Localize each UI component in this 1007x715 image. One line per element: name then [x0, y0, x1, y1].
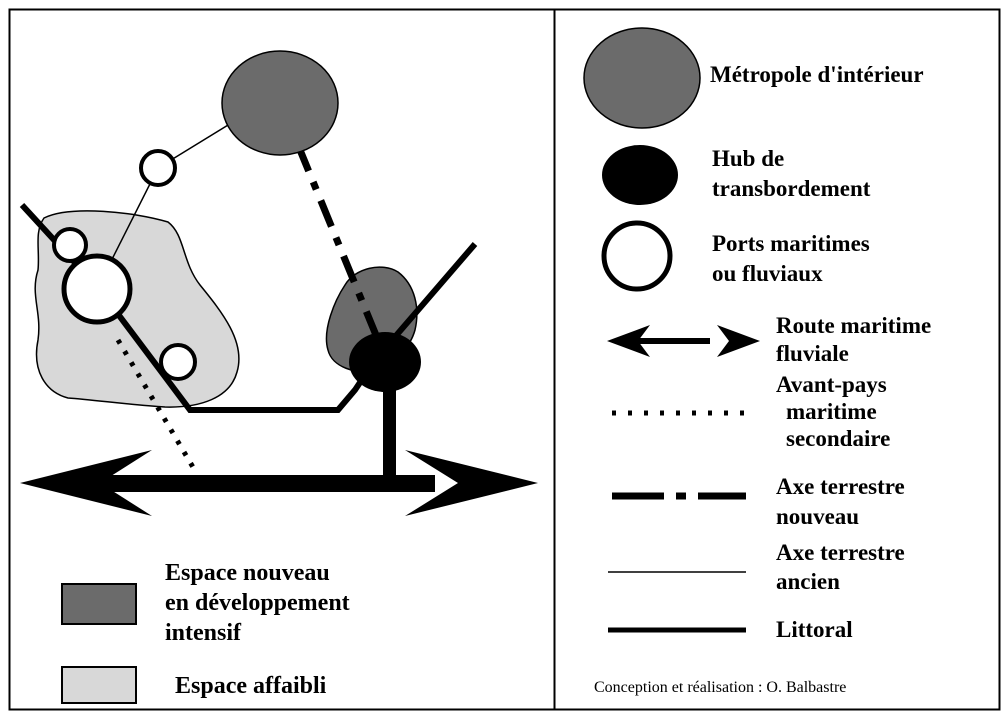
avant-pays-label-line2: maritime: [786, 399, 877, 424]
espace-nouveau-label-line1: Espace nouveau: [165, 560, 330, 586]
axe-nouveau-line: [294, 143, 382, 342]
route-label-line2: fluviale: [776, 341, 849, 366]
axe-nouveau-label-line2: nouveau: [776, 504, 859, 529]
axe-ancien-label-line1: Axe terrestre: [776, 540, 905, 565]
credit-text: Conception et réalisation : O. Balbastre: [594, 679, 846, 696]
avant-pays-label-line1: Avant-pays: [776, 372, 887, 397]
hub-label-line1: Hub de: [712, 146, 784, 171]
littoral-label: Littoral: [776, 617, 853, 642]
port-circle: [52, 227, 88, 263]
espace-nouveau-swatch: [61, 583, 137, 625]
zone-legend: Espace nouveau en développement intensif…: [61, 560, 350, 704]
port-circle-large: [61, 253, 133, 325]
hub-connector-line: [383, 380, 396, 478]
route-arrowhead-right: [405, 450, 538, 516]
ports-label-line1: Ports maritimes: [712, 231, 870, 256]
metropole-circle: [221, 50, 339, 156]
espace-affaibli-swatch: [61, 666, 137, 704]
espace-nouveau-label-line3: intensif: [165, 620, 242, 646]
espace-affaibli-label: Espace affaibli: [175, 673, 327, 699]
route-arrowhead-left: [20, 450, 152, 516]
port-circle: [159, 343, 197, 381]
route-label-line1: Route maritime: [776, 313, 931, 338]
hub-circle: [349, 332, 421, 392]
metropole-label: Métropole d'intérieur: [710, 62, 924, 87]
metropole-legend-symbol: [583, 27, 701, 129]
ports-label-line2: ou fluviaux: [712, 261, 823, 286]
port-circle: [139, 149, 177, 187]
outer-frame: [8, 8, 1001, 711]
axe-nouveau-label-line1: Axe terrestre: [776, 474, 905, 499]
map-panel: [19, 50, 538, 516]
port-legend-symbol: [601, 220, 673, 292]
route-maritime-shaft: [95, 475, 435, 492]
symbol-legend: Métropole d'intérieur Hub de transbordem…: [583, 27, 931, 696]
axe-ancien-label-line2: ancien: [776, 569, 840, 594]
avant-pays-label-line3: secondaire: [786, 426, 890, 451]
espace-nouveau-label-line2: en développement: [165, 590, 350, 616]
route-legend-symbol: [607, 325, 760, 357]
hub-legend-symbol: [602, 145, 678, 205]
hub-label-line2: transbordement: [712, 176, 871, 201]
